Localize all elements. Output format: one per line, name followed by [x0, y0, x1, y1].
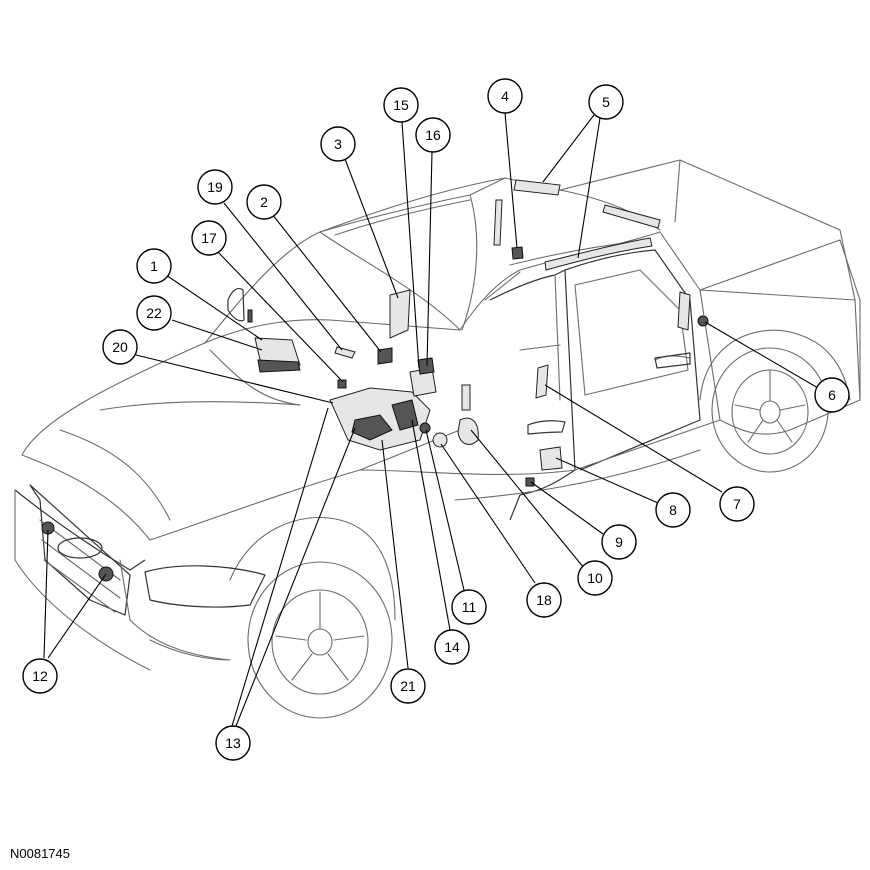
leader-13b	[235, 427, 356, 727]
callout-label: 18	[536, 592, 552, 608]
callout-label: 11	[462, 599, 477, 615]
callout-13: 13	[215, 725, 251, 761]
leader-10	[470, 429, 585, 569]
leader-15	[401, 121, 420, 369]
callout-21: 21	[390, 668, 426, 704]
callout-label: 2	[260, 194, 268, 210]
seat-sensor-18	[432, 432, 448, 448]
callout-label: 1	[150, 258, 158, 274]
callout-label: 13	[225, 735, 241, 751]
callout-20: 20	[102, 329, 138, 365]
steering-wiring	[391, 399, 419, 431]
callout-label: 5	[602, 94, 610, 110]
curtain-airbag-left	[513, 179, 561, 196]
callout-label: 19	[207, 179, 223, 195]
callout-label: 21	[400, 678, 416, 694]
leader-3	[344, 158, 399, 299]
callout-label: 6	[828, 387, 836, 403]
sensor-stick	[247, 309, 253, 323]
leader-14	[411, 419, 451, 631]
c-pillar-strip	[493, 199, 503, 246]
callout-12: 12	[22, 658, 58, 694]
callout-8: 8	[655, 492, 691, 528]
callout-9: 9	[601, 524, 637, 560]
callout-label: 15	[393, 97, 409, 113]
components	[41, 179, 709, 582]
figure-id: N0081745	[10, 846, 70, 861]
callout-18: 18	[526, 582, 562, 618]
rear-pillar-strip	[677, 291, 691, 331]
curtain-airbag-right	[544, 237, 653, 271]
callout-label: 3	[334, 136, 342, 152]
leader-19	[223, 202, 343, 351]
passenger-airbag-bracket	[257, 359, 301, 373]
leader-6	[704, 321, 819, 389]
callout-10: 10	[577, 560, 613, 596]
leader-17	[217, 251, 344, 383]
seat-belt-retractor	[389, 289, 411, 339]
leader-4	[504, 112, 518, 249]
b-pillar-belt	[461, 384, 471, 411]
callout-label: 8	[669, 502, 677, 518]
leader-8	[555, 457, 659, 504]
seat-sensor-11	[419, 422, 431, 434]
callout-17: 17	[191, 220, 227, 256]
seat-belt-anchor	[377, 347, 393, 365]
roof-rail-strip	[602, 204, 661, 229]
callout-label: 10	[587, 570, 603, 586]
callout-14: 14	[434, 629, 470, 665]
callout-label: 14	[444, 639, 460, 655]
callout-label: 7	[733, 496, 741, 512]
vehicle-outline	[14, 159, 861, 719]
leader-18	[440, 443, 536, 584]
callout-4: 4	[487, 78, 523, 114]
door-bolt	[525, 477, 535, 487]
leader-7	[544, 384, 723, 493]
module-connector	[417, 357, 435, 375]
callout-19: 19	[197, 169, 233, 205]
callout-label: 9	[615, 534, 623, 550]
leader-12b	[47, 573, 107, 659]
callout-6: 6	[814, 377, 850, 413]
leader-5b	[577, 117, 601, 259]
small-module-lower	[337, 379, 347, 389]
callout-label: 17	[201, 230, 217, 246]
leader-13a	[231, 407, 329, 727]
leader-11	[425, 429, 465, 591]
clockspring	[351, 414, 393, 441]
leader-2	[271, 213, 382, 353]
callout-5: 5	[588, 84, 624, 120]
callouts: 1 2 3 4 5 6 7 8 9 10 11 12 13 14 15 16 1…	[22, 78, 850, 761]
callout-7: 7	[719, 486, 755, 522]
callout-16: 16	[415, 117, 451, 153]
leader-20	[135, 354, 334, 404]
callout-label: 4	[501, 88, 509, 104]
callout-label: 22	[146, 305, 162, 321]
side-impact-sensor	[457, 417, 479, 445]
leader-12a	[43, 529, 49, 659]
callout-22: 22	[136, 295, 172, 331]
small-module-upper	[334, 346, 356, 359]
callout-label: 12	[32, 668, 48, 684]
leader-5a	[542, 114, 595, 183]
leader-1	[165, 274, 263, 341]
callout-2: 2	[246, 184, 282, 220]
rear-sensor	[697, 315, 709, 327]
b-pillar-component	[535, 364, 549, 399]
callout-1: 1	[136, 248, 172, 284]
leader-lines	[43, 112, 819, 727]
callout-3: 3	[320, 126, 356, 162]
roof-sensor	[511, 246, 524, 260]
door-side-sensor	[539, 446, 563, 471]
leader-16	[426, 151, 433, 367]
leader-22	[171, 319, 263, 351]
callout-11: 11	[451, 589, 487, 625]
leader-21	[381, 439, 409, 669]
callout-label: 20	[112, 339, 128, 355]
callout-label: 16	[425, 127, 441, 143]
callout-15: 15	[383, 87, 419, 123]
leader-9	[530, 481, 604, 535]
